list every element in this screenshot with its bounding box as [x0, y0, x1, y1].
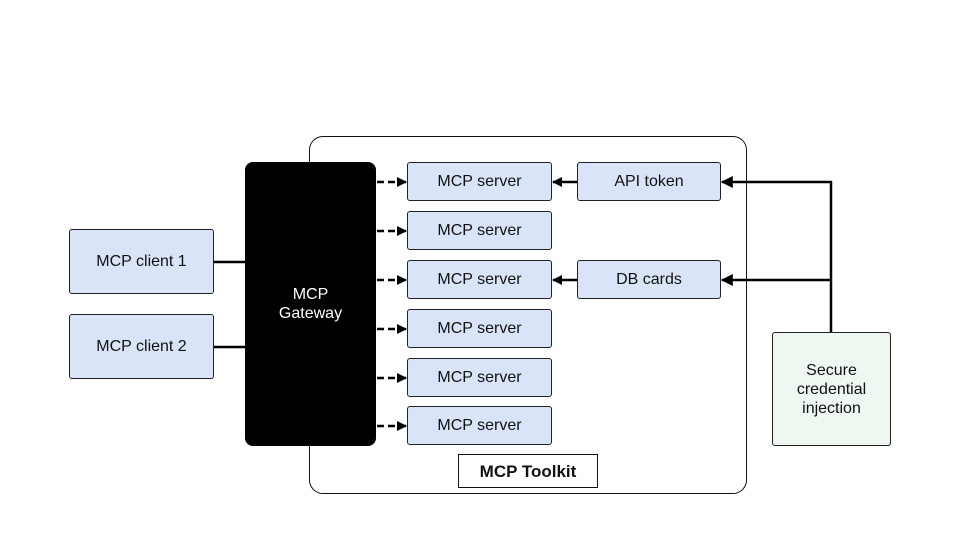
- node-label: API token: [614, 173, 684, 190]
- node-label: MCP client 1: [96, 253, 187, 270]
- mcp-server-node-1: MCP server: [407, 162, 552, 201]
- secure-credential-injection-node: Secure credential injection: [772, 332, 891, 446]
- node-label: MCP Gateway: [278, 286, 343, 322]
- api-token-node: API token: [577, 162, 721, 201]
- node-label: MCP server: [437, 417, 522, 434]
- mcp-server-node-5: MCP server: [407, 358, 552, 397]
- db-cards-node: DB cards: [577, 260, 721, 299]
- node-label: MCP server: [437, 320, 522, 337]
- mcp-client-2-node: MCP client 2: [69, 314, 214, 379]
- node-label: MCP client 2: [96, 338, 187, 355]
- mcp-server-node-2: MCP server: [407, 211, 552, 250]
- node-label: MCP server: [437, 173, 522, 190]
- mcp-toolkit-label: MCP Toolkit: [458, 454, 598, 488]
- mcp-gateway-node: MCP Gateway: [245, 162, 376, 446]
- toolkit-title: MCP Toolkit: [479, 461, 577, 481]
- node-label: Secure credential injection: [796, 361, 867, 417]
- node-label: MCP server: [437, 271, 522, 288]
- node-label: MCP server: [437, 369, 522, 386]
- mcp-server-node-3: MCP server: [407, 260, 552, 299]
- mcp-server-node-4: MCP server: [407, 309, 552, 348]
- node-label: DB cards: [616, 271, 682, 288]
- mcp-client-1-node: MCP client 1: [69, 229, 214, 294]
- node-label: MCP server: [437, 222, 522, 239]
- injection-to-api-token-arrow: [720, 176, 833, 332]
- mcp-server-node-6: MCP server: [407, 406, 552, 445]
